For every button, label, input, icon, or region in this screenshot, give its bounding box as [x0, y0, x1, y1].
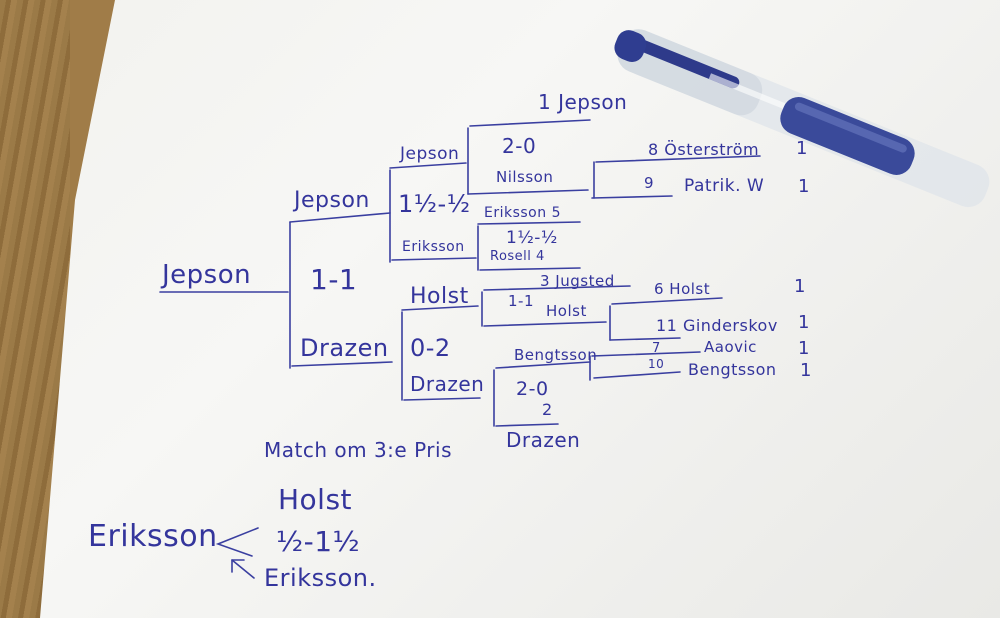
final-left-name: Jepson [294, 188, 370, 213]
r1-b: 9 [644, 174, 655, 192]
tally-1: 1 [798, 176, 810, 197]
third-place-result: Eriksson [88, 519, 218, 554]
champion-name: Jepson [162, 260, 252, 290]
third-place-score: ½-1½ [276, 525, 361, 558]
tally-2: 1 [794, 276, 806, 297]
qf4-score: 2-0 [516, 378, 549, 400]
tally-6: 1 [796, 138, 808, 159]
qf1-winner: 1 Jepson [538, 90, 628, 114]
qf2-score: 1½-½ [506, 228, 558, 248]
arrow-lower [231, 559, 255, 579]
tally-3: 1 [798, 312, 810, 333]
qf3-score: 1-1 [508, 292, 534, 310]
paper-sheet [40, 0, 1000, 618]
r1-e: 7 [652, 341, 661, 356]
r1-c: 6 Holst [654, 280, 711, 298]
third-place-heading: Match om 3:e Pris [264, 438, 452, 462]
semi1-loser: Eriksson [402, 239, 465, 255]
r1-b-name: Patrik. W [684, 176, 765, 196]
final-score: 1-1 [310, 263, 358, 296]
semi2-score: 0-2 [410, 334, 451, 362]
tally-5: 1 [800, 360, 812, 381]
r1-f: 10 [648, 357, 665, 371]
semi1-score: 1½-½ [398, 190, 471, 218]
third-place-heading-name: Drazen [506, 428, 581, 452]
semi2-winner: Holst [410, 284, 469, 309]
r1-f-name: Bengtsson [688, 360, 777, 379]
qf2-top: Eriksson 5 [484, 205, 561, 221]
third-place-bottom: Eriksson. [264, 564, 377, 592]
qf2-bottom: Rosell 4 [490, 249, 545, 264]
qf3-bottom: Holst [546, 302, 587, 320]
r1-a: 8 Österström [648, 140, 760, 159]
semi1-winner: Jepson [400, 144, 460, 164]
arrow-upper [215, 527, 259, 557]
semi2-loser: Drazen [410, 372, 485, 396]
tally-4: 1 [798, 338, 810, 359]
qf4-bottom: 2 [542, 400, 553, 419]
qf1-score: 2-0 [502, 134, 537, 158]
r1-d: 11 Ginderskov [656, 316, 778, 335]
qf3-top: 3 Jugsted [540, 272, 615, 290]
qf4-top: Bengtsson [514, 346, 598, 364]
third-place-top: Holst [278, 483, 353, 516]
qf1-loser: Nilsson [496, 168, 554, 186]
final-right-name: Drazen [300, 334, 389, 362]
r1-e-name: Aaovic [704, 338, 757, 356]
